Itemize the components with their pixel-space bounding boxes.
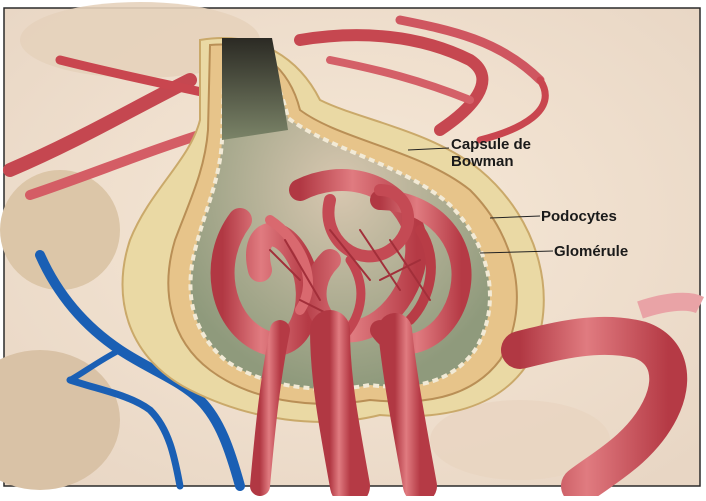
label-capsule-de-bowman: Capsule de Bowman [451,136,571,170]
label-glomerule: Glomérule [554,243,628,260]
tubule-highlight [640,302,700,310]
label-podocytes: Podocytes [541,208,617,225]
